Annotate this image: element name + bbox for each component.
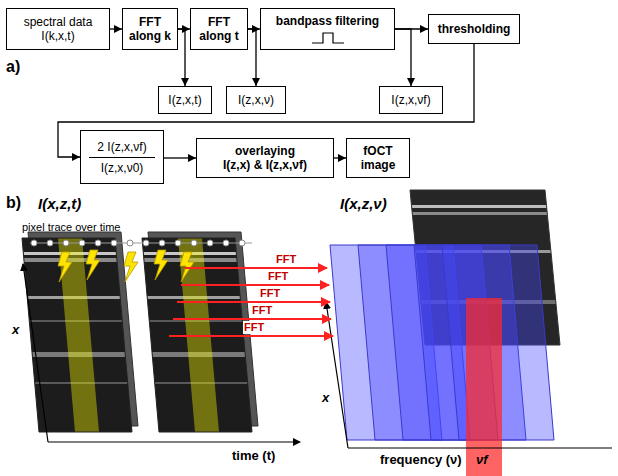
input-box: spectral data I(k,x,t) — [6, 8, 110, 50]
node-text: FFT along k — [127, 15, 173, 43]
node-text: 2 I(z,x,νf) — [97, 140, 146, 154]
axis-label: frequency (ν) — [380, 452, 462, 467]
arrow-label: FFT — [243, 321, 265, 334]
node-text: I(z,x) & I(z,x,νf) — [223, 158, 307, 172]
node-text: fOCT image — [351, 144, 405, 172]
node-text: overlaying — [235, 144, 295, 158]
output-box: I(z,x,t) — [158, 86, 212, 114]
axis-label: x — [322, 390, 329, 405]
flow-arrow — [395, 29, 411, 86]
arrow-label: FFT — [259, 287, 281, 300]
output-box: I(z,x,ν) — [226, 86, 286, 114]
flow-arrow — [334, 157, 346, 158]
node-text: I(z,x,ν) — [238, 93, 274, 107]
fraction-bar — [89, 157, 156, 158]
panel-label: b) — [6, 194, 21, 212]
node-text: I(z,x,νf) — [391, 93, 430, 107]
process-box: bandpass filtering — [260, 8, 395, 50]
ratio-box: 2 I(z,x,νf) I(z,x,ν0) — [80, 130, 164, 184]
node-text: I(z,x,ν0) — [101, 161, 144, 175]
result-box: fOCT image — [346, 138, 410, 178]
process-box: overlayingI(z,x) & I(z,x,νf) — [196, 138, 334, 178]
flow-arrow — [110, 28, 122, 29]
process-box: thresholding — [428, 14, 520, 44]
arrow-label: FFT — [267, 270, 289, 283]
node-text: spectral data I(k,x,t) — [11, 15, 105, 43]
process-box: FFT along t — [190, 8, 248, 50]
annotation: pixel trace over time — [22, 221, 120, 233]
arrow-label: FFT — [275, 253, 297, 266]
node-text: thresholding — [438, 22, 511, 36]
flow-arrow — [178, 29, 185, 86]
axis-label: x — [12, 322, 19, 337]
axis-label: νf — [476, 452, 488, 467]
node-text: FFT along t — [195, 15, 243, 43]
arrow-label: FFT — [251, 304, 273, 317]
bandpass-symbol — [311, 31, 345, 45]
output-box: I(z,x,νf) — [379, 86, 443, 114]
node-text: bandpass filtering — [276, 14, 379, 28]
plot-title: I(x,z,ν) — [340, 195, 387, 212]
flow-arrow — [164, 157, 196, 158]
node-text: I(z,x,t) — [168, 93, 201, 107]
process-box: FFT along k — [122, 8, 178, 50]
panel-label: a) — [6, 58, 20, 76]
flow-arrow — [248, 29, 256, 86]
axis-label: time (t) — [232, 448, 275, 463]
plot-title: I(x,z,t) — [38, 195, 81, 212]
